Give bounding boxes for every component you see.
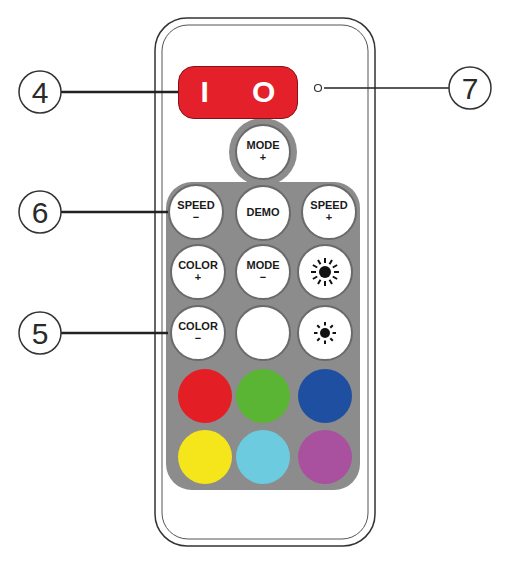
remote-body	[155, 18, 375, 546]
sun-ray	[334, 271, 339, 273]
button-label: MODE −	[247, 260, 280, 283]
callout-number: 5	[32, 319, 49, 349]
sun-ray	[333, 332, 337, 334]
switch-symbol: O	[252, 77, 275, 107]
sun-ray	[317, 325, 319, 327]
blue-button	[298, 369, 352, 423]
callout-number: 4	[32, 78, 49, 108]
remote-button: COLOR +	[170, 244, 226, 300]
sun-ray	[324, 258, 326, 263]
leader-line	[324, 87, 449, 89]
button-label: MODE +	[247, 140, 280, 163]
button-label: COLOR +	[178, 260, 218, 283]
leader-line	[61, 332, 168, 335]
remote-button: MODE +	[235, 124, 291, 180]
sun-ray	[330, 325, 332, 327]
button-panel	[229, 118, 297, 186]
sun-ray	[318, 280, 321, 284]
sun-ray	[330, 260, 333, 264]
sun-ray	[324, 281, 326, 286]
brightness-up-button	[298, 245, 352, 299]
yellow-button	[178, 430, 232, 484]
white-button	[236, 306, 290, 360]
purple-button	[298, 430, 352, 484]
brightness-down-button	[298, 306, 352, 360]
remote-body-inner	[162, 25, 368, 539]
sun-core	[320, 328, 330, 338]
brightness-icons	[311, 258, 339, 344]
sun-ray	[313, 265, 317, 268]
sun-ray	[324, 322, 326, 326]
button-panel	[166, 182, 360, 490]
sun-ray	[314, 332, 318, 334]
switch-symbol: I	[201, 77, 209, 107]
sun-ray	[313, 277, 317, 280]
callout-number: 7	[462, 74, 479, 104]
button-label: COLOR −	[178, 321, 218, 344]
green-button	[236, 369, 290, 423]
button-label: SPEED −	[177, 200, 214, 223]
remote-button: DEMO	[235, 185, 291, 241]
sun-ray	[330, 338, 332, 340]
leader-line	[61, 91, 178, 94]
sun-ray	[311, 271, 316, 273]
remote-button: MODE −	[235, 244, 291, 300]
sun-ray	[333, 265, 337, 268]
button-label: SPEED +	[310, 200, 347, 223]
remote-button: COLOR −	[170, 305, 226, 361]
sun-core	[319, 266, 331, 278]
remote-button: SPEED −	[168, 184, 224, 240]
red-button	[178, 369, 232, 423]
callout-circle	[19, 191, 61, 233]
sun-ray	[333, 277, 337, 280]
sun-ray	[330, 280, 333, 284]
sun-ray	[317, 338, 319, 340]
indicator-led	[315, 85, 322, 92]
power-switch: IO	[178, 66, 298, 119]
sun-ray	[324, 341, 326, 345]
sun-ray	[318, 260, 321, 264]
remote-button: SPEED +	[301, 184, 357, 240]
callout-circle	[19, 71, 61, 113]
callout-number: 6	[32, 198, 49, 228]
button-label: DEMO	[247, 207, 280, 219]
cyan-button	[236, 430, 290, 484]
callout-circle	[449, 67, 491, 109]
callout-circle	[19, 312, 61, 354]
leader-line	[61, 211, 168, 214]
